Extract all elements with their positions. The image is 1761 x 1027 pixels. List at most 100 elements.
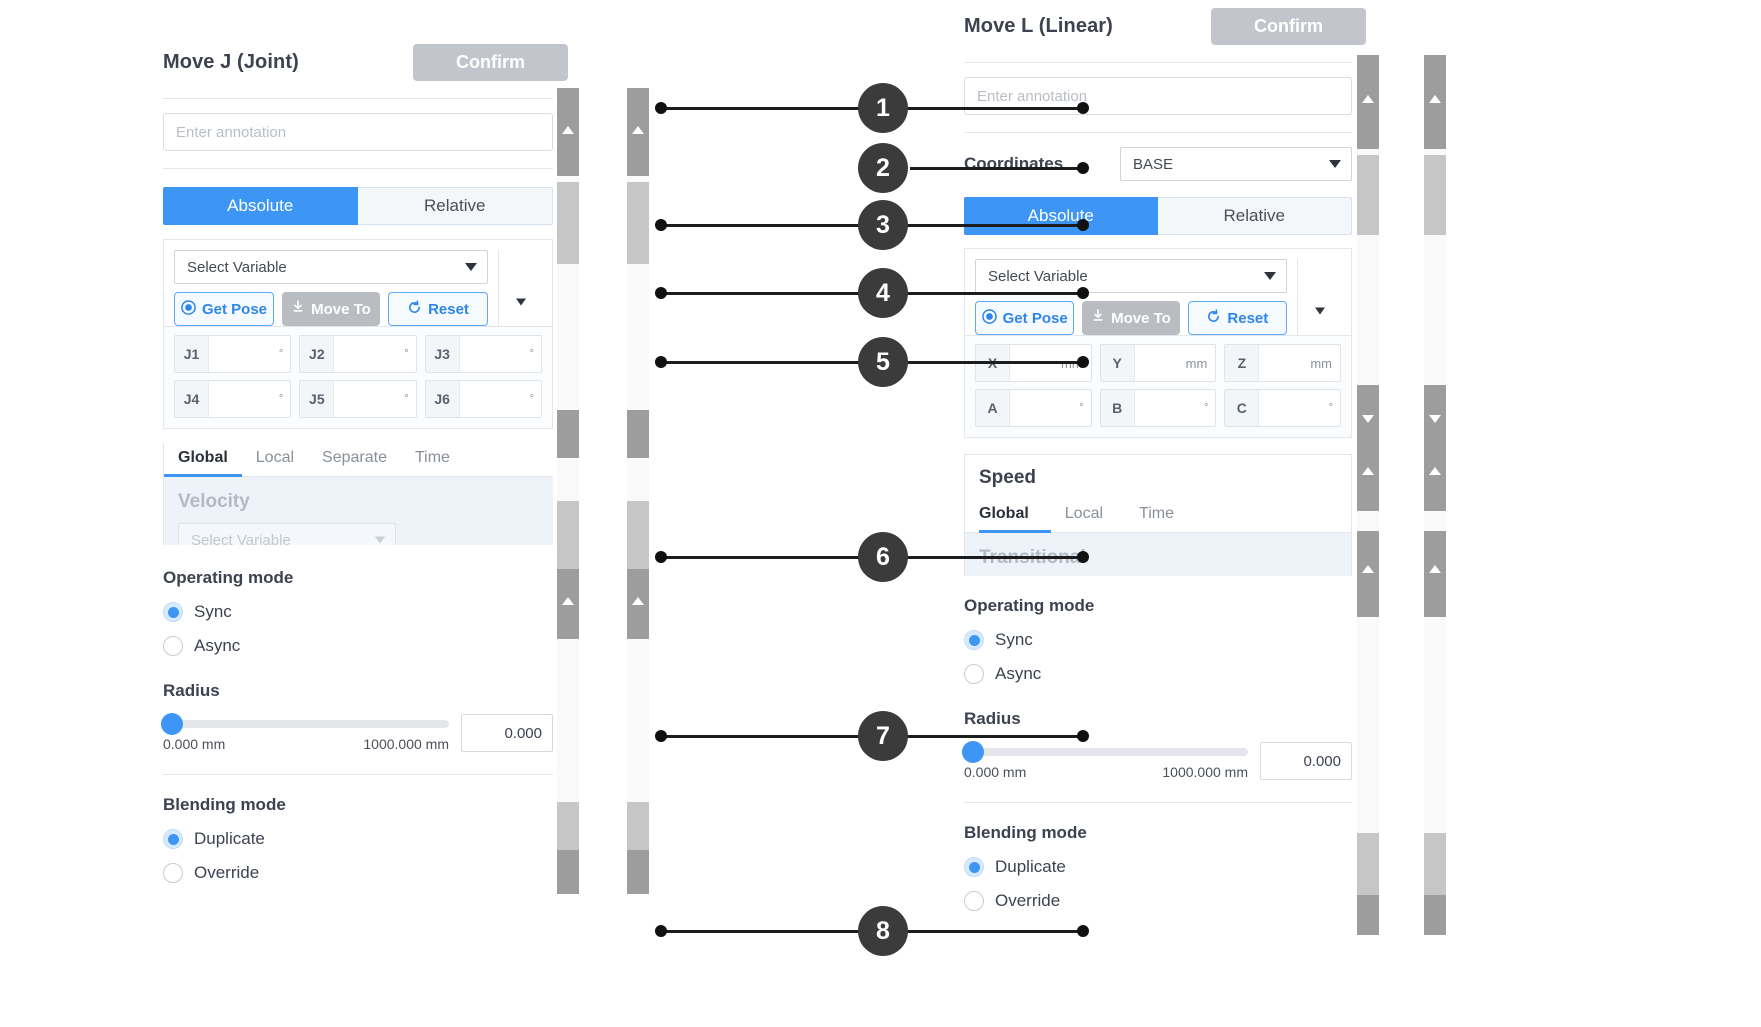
move-l-coordinates-select[interactable]: BASE bbox=[1120, 147, 1352, 181]
pose-value[interactable] bbox=[1135, 345, 1186, 381]
radio-icon[interactable] bbox=[964, 664, 984, 684]
joint-field-j3[interactable]: J3 ° bbox=[424, 335, 542, 373]
scrollbar-thumb[interactable] bbox=[1357, 55, 1379, 149]
scrollbar-thumb[interactable] bbox=[627, 802, 649, 850]
joint-value[interactable] bbox=[460, 336, 530, 372]
scrollbar-thumb[interactable] bbox=[557, 850, 579, 894]
move-l-get-pose-button[interactable]: Get Pose bbox=[975, 301, 1075, 335]
tab-time[interactable]: Time bbox=[1139, 505, 1174, 522]
move-j-move-to-button[interactable]: Move To bbox=[282, 292, 380, 326]
scrollbar-thumb[interactable] bbox=[1424, 55, 1446, 149]
scrollbar-thumb[interactable] bbox=[627, 501, 649, 569]
joint-field-j1[interactable]: J1 ° bbox=[174, 335, 292, 373]
pose-value[interactable] bbox=[1259, 345, 1310, 381]
joint-value[interactable] bbox=[334, 381, 404, 417]
move-j-absolute-tab[interactable]: Absolute bbox=[163, 187, 358, 225]
left-panel-scrollbar-outer[interactable] bbox=[627, 88, 649, 894]
scrollbar-thumb[interactable] bbox=[1424, 531, 1446, 617]
pose-value[interactable] bbox=[1010, 390, 1079, 426]
scrollbar-thumb[interactable] bbox=[557, 182, 579, 264]
pose-value[interactable] bbox=[1259, 390, 1328, 426]
move-l-blending-override[interactable]: Override bbox=[964, 891, 1352, 911]
move-l-radius-value[interactable]: 0.000 bbox=[1260, 742, 1352, 780]
tab-separate[interactable]: Separate bbox=[322, 449, 387, 466]
joint-field-j2[interactable]: J2 ° bbox=[299, 335, 417, 373]
scrollbar-thumb[interactable] bbox=[1424, 895, 1446, 935]
pose-field-y[interactable]: Y mm bbox=[1099, 344, 1217, 382]
move-j-mode-toggle[interactable]: Absolute Relative bbox=[163, 187, 553, 225]
move-j-operating-async[interactable]: Async bbox=[163, 636, 553, 656]
move-j-radius-slider[interactable] bbox=[161, 713, 449, 735]
scrollbar-thumb[interactable] bbox=[557, 88, 579, 176]
move-l-operating-async[interactable]: Async bbox=[964, 664, 1352, 684]
move-l-variable-expand[interactable] bbox=[1297, 259, 1341, 335]
scrollbar-thumb[interactable] bbox=[1357, 385, 1379, 511]
scrollbar-thumb[interactable] bbox=[1357, 833, 1379, 895]
scrollbar-thumb[interactable] bbox=[557, 410, 579, 458]
pose-field-c[interactable]: C ° bbox=[1224, 389, 1342, 427]
pose-field-z[interactable]: Z mm bbox=[1224, 344, 1342, 382]
pose-value[interactable] bbox=[1135, 390, 1204, 426]
move-j-relative-tab[interactable]: Relative bbox=[357, 187, 553, 225]
move-j-velocity-select[interactable]: Select Variable bbox=[178, 523, 396, 545]
radio-icon[interactable] bbox=[163, 636, 183, 656]
joint-value[interactable] bbox=[334, 336, 404, 372]
move-j-blending-duplicate[interactable]: Duplicate bbox=[163, 829, 553, 849]
tab-global[interactable]: Global bbox=[979, 499, 1051, 533]
tab-local[interactable]: Local bbox=[1064, 505, 1104, 522]
joint-field-j6[interactable]: J6 ° bbox=[424, 380, 542, 418]
move-l-operating-sync[interactable]: Sync bbox=[964, 630, 1352, 650]
move-l-blending-duplicate[interactable]: Duplicate bbox=[964, 857, 1352, 877]
slider-handle[interactable] bbox=[962, 741, 984, 763]
move-j-blending-override[interactable]: Override bbox=[163, 863, 553, 883]
scrollbar-thumb[interactable] bbox=[1357, 895, 1379, 935]
scrollbar-thumb[interactable] bbox=[627, 569, 649, 639]
move-j-variable-select[interactable]: Select Variable bbox=[174, 250, 488, 284]
joint-value[interactable] bbox=[209, 381, 279, 417]
scrollbar-thumb[interactable] bbox=[1424, 833, 1446, 895]
radio-icon[interactable] bbox=[163, 602, 183, 622]
move-l-relative-tab[interactable]: Relative bbox=[1157, 197, 1352, 235]
move-l-radius-slider[interactable] bbox=[962, 741, 1248, 763]
scrollbar-thumb[interactable] bbox=[1357, 155, 1379, 235]
radio-icon[interactable] bbox=[964, 857, 984, 877]
scrollbar-thumb[interactable] bbox=[1357, 531, 1379, 617]
scrollbar-thumb[interactable] bbox=[627, 88, 649, 176]
move-l-variable-select[interactable]: Select Variable bbox=[975, 259, 1287, 293]
move-j-radius-value[interactable]: 0.000 bbox=[461, 714, 553, 752]
move-l-confirm-button[interactable]: Confirm bbox=[1211, 8, 1366, 45]
scrollbar-thumb[interactable] bbox=[1424, 385, 1446, 511]
move-j-reset-button[interactable]: Reset bbox=[388, 292, 488, 326]
move-l-speed-tabs[interactable]: Global Local Time bbox=[965, 499, 1351, 533]
tab-time[interactable]: Time bbox=[414, 449, 450, 466]
pose-field-a[interactable]: A ° bbox=[975, 389, 1092, 427]
move-l-reset-button[interactable]: Reset bbox=[1187, 301, 1287, 335]
move-j-annotation-input[interactable] bbox=[163, 113, 553, 151]
slider-handle[interactable] bbox=[161, 713, 183, 735]
move-j-speed-tabs[interactable]: Global Local Separate Time bbox=[164, 443, 553, 477]
move-j-operating-sync[interactable]: Sync bbox=[163, 602, 553, 622]
move-l-panel-scrollbar[interactable] bbox=[1357, 55, 1379, 935]
scrollbar-thumb[interactable] bbox=[557, 802, 579, 850]
radio-icon[interactable] bbox=[163, 863, 183, 883]
move-l-move-to-button[interactable]: Move To bbox=[1082, 301, 1180, 335]
scrollbar-thumb[interactable] bbox=[627, 410, 649, 458]
move-j-confirm-button[interactable]: Confirm bbox=[413, 44, 568, 81]
scrollbar-thumb[interactable] bbox=[627, 182, 649, 264]
scrollbar-thumb[interactable] bbox=[557, 569, 579, 639]
scrollbar-thumb[interactable] bbox=[557, 501, 579, 569]
scrollbar-thumb[interactable] bbox=[1424, 155, 1446, 235]
tab-global[interactable]: Global bbox=[164, 443, 242, 477]
left-panel-scrollbar[interactable] bbox=[557, 88, 579, 894]
radio-icon[interactable] bbox=[163, 829, 183, 849]
move-l-mode-toggle[interactable]: Absolute Relative bbox=[964, 197, 1352, 235]
scrollbar-thumb[interactable] bbox=[627, 850, 649, 894]
move-j-variable-expand[interactable] bbox=[498, 250, 542, 326]
joint-value[interactable] bbox=[460, 381, 530, 417]
pose-field-b[interactable]: B ° bbox=[1099, 389, 1217, 427]
joint-field-j4[interactable]: J4 ° bbox=[174, 380, 292, 418]
joint-value[interactable] bbox=[209, 336, 279, 372]
move-j-get-pose-button[interactable]: Get Pose bbox=[174, 292, 274, 326]
radio-icon[interactable] bbox=[964, 630, 984, 650]
tab-local[interactable]: Local bbox=[255, 449, 295, 466]
